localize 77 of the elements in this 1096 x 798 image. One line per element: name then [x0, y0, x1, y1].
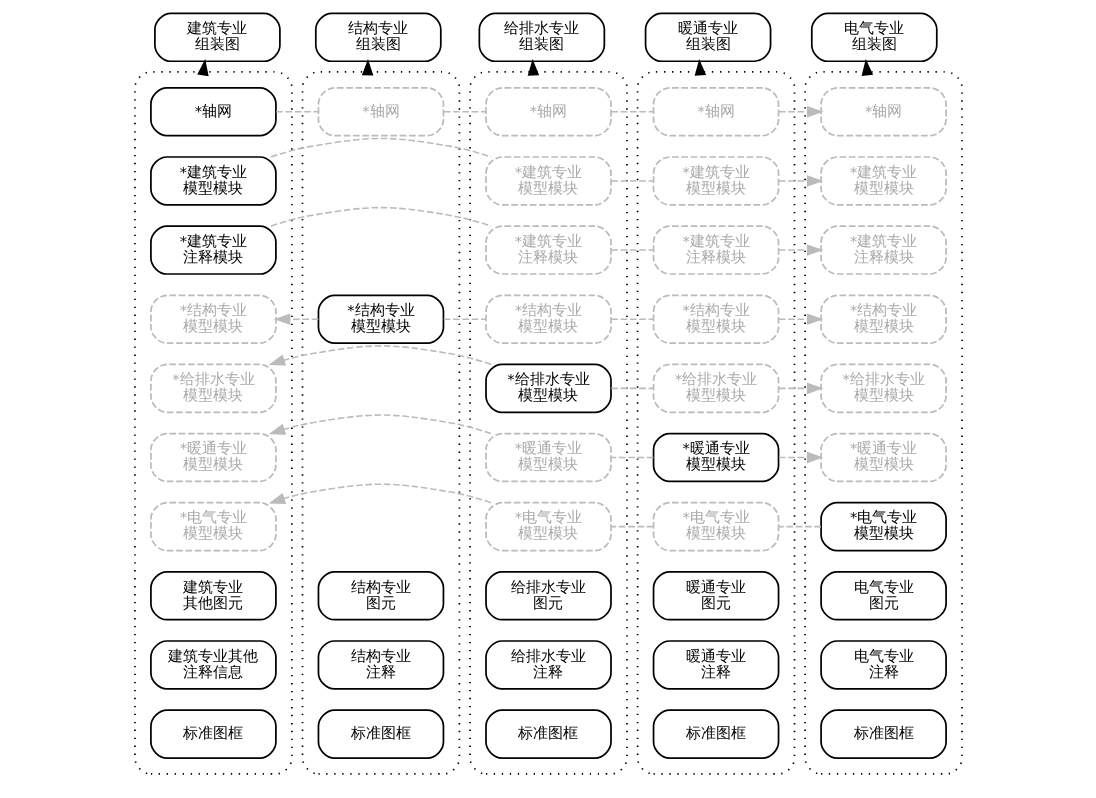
node-box: 给排水专业注释 [484, 640, 612, 690]
cluster [636, 71, 795, 775]
connector [610, 387, 654, 390]
node-box: *建筑专业模型模块 [149, 156, 277, 206]
node-box: 标准图框 [819, 709, 947, 759]
node-box: 暖通专业注释 [652, 640, 779, 690]
node-box: *建筑专业模型模块 [484, 156, 612, 206]
connector [442, 318, 487, 321]
node-box: 结构专业图元 [317, 571, 444, 621]
node-box: 建筑专业组装图 [153, 12, 281, 63]
node-box: *结构专业模型模块 [484, 294, 612, 344]
node-box: *暖通专业模型模块 [819, 432, 947, 483]
cluster [301, 71, 460, 775]
node-box: *暖通专业模型模块 [149, 432, 277, 483]
node-box: *暖通专业模型模块 [652, 432, 779, 483]
node-box: 电气专业组装图 [810, 12, 938, 63]
node-box: *结构专业模型模块 [819, 294, 947, 344]
node-box: *结构专业模型模块 [317, 294, 444, 344]
arrow [777, 175, 823, 187]
node-box: *结构专业模型模块 [149, 294, 277, 344]
connector [610, 111, 654, 113]
node-box: *轴网 [149, 87, 277, 137]
node-box: 标准图框 [317, 709, 444, 759]
node-box: *建筑专业注释模块 [652, 225, 779, 275]
node-box: *建筑专业模型模块 [819, 156, 947, 206]
node-box: 标准图框 [652, 709, 779, 759]
node-box: *轴网 [484, 87, 612, 137]
arrow [777, 451, 823, 464]
connector [610, 456, 654, 459]
node-box: *电气专业模型模块 [149, 501, 277, 552]
connector [610, 318, 654, 321]
node-box: 电气专业图元 [819, 571, 947, 621]
arrow [777, 313, 823, 325]
node-box: *电气专业模型模块 [484, 501, 612, 552]
node-box: 暖通专业组装图 [644, 12, 771, 63]
node-box: 建筑专业其他图元 [149, 571, 277, 621]
node-box: *建筑专业注释模块 [819, 225, 947, 275]
node-box: *给排水专业模型模块 [819, 363, 947, 414]
arrow [777, 106, 823, 118]
connector [777, 525, 822, 528]
arrow [273, 313, 319, 325]
node-box: *给排水专业模型模块 [149, 363, 277, 414]
node-box: 标准图框 [484, 709, 612, 759]
node-box: *建筑专业注释模块 [484, 225, 612, 275]
node-box: *暖通专业模型模块 [484, 432, 612, 483]
connector [442, 111, 487, 113]
node-box: *电气专业模型模块 [652, 501, 779, 552]
node-box: 建筑专业其他注释信息 [149, 640, 277, 690]
cluster [468, 71, 628, 775]
node-box: 给排水专业图元 [484, 571, 612, 621]
arrow [196, 58, 209, 77]
connector [269, 206, 492, 227]
arrow [777, 244, 823, 256]
node-box: *电气专业模型模块 [819, 501, 947, 552]
connector [610, 180, 654, 182]
arrow [268, 345, 492, 366]
node-box: 标准图框 [149, 709, 277, 759]
arrow [777, 382, 823, 395]
connector [269, 137, 492, 158]
arrow [268, 414, 492, 435]
node-box: *给排水专业模型模块 [484, 363, 612, 414]
node-box: *轴网 [317, 87, 444, 137]
node-box: *轴网 [819, 87, 947, 137]
node-box: *建筑专业模型模块 [652, 156, 779, 206]
connector [274, 111, 319, 113]
arrow [268, 483, 492, 504]
node-box: 给排水专业组装图 [478, 12, 605, 63]
node-box: *结构专业模型模块 [652, 294, 779, 344]
connector [610, 249, 654, 251]
node-box: 暖通专业图元 [652, 571, 779, 621]
node-box: 电气专业注释 [819, 640, 947, 690]
node-box: *建筑专业注释模块 [149, 225, 277, 275]
node-box: *给排水专业模型模块 [652, 363, 779, 414]
connector [610, 525, 654, 528]
node-box: 结构专业注释 [317, 640, 444, 690]
node-box: 结构专业组装图 [314, 12, 442, 63]
node-box: *轴网 [652, 87, 779, 137]
